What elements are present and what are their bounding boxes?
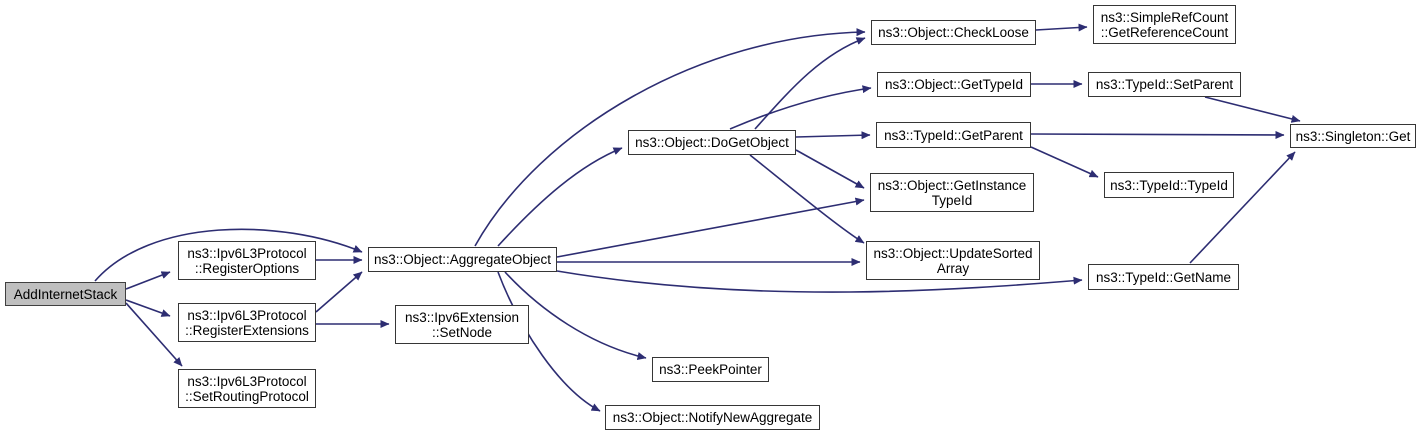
node-typeid-get-parent[interactable]: ns3::TypeId::GetParent [876, 122, 1031, 148]
edge-do_get_object-get_type_id [729, 85, 872, 130]
node-typeid-get-name[interactable]: ns3::TypeId::GetName [1088, 264, 1239, 290]
node-object-get-instance-type-id[interactable]: ns3::Object::GetInstance TypeId [870, 173, 1034, 212]
edge-register_extensions-aggregate_object [315, 271, 363, 313]
edge-typeid_set_parent-singleton_get [1204, 96, 1301, 123]
node-object-aggregate-object[interactable]: ns3::Object::AggregateObject [368, 247, 557, 272]
edge-check_loose-simple_ref_count [1035, 23, 1088, 32]
edge-add_internet_stack-register_extensions [125, 299, 171, 317]
node-object-notify-new-aggregate[interactable]: ns3::Object::NotifyNewAggregate [605, 405, 820, 430]
edge-do_get_object-update_sorted_array [749, 154, 865, 244]
node-object-check-loose[interactable]: ns3::Object::CheckLoose [871, 20, 1036, 45]
edge-typeid_get_name-singleton_get [1189, 151, 1296, 264]
node-typeid-typeid[interactable]: ns3::TypeId::TypeId [1104, 172, 1234, 198]
edge-add_internet_stack-register_options [125, 271, 171, 290]
edge-typeid_get_parent-singleton_get [1030, 130, 1285, 139]
node-ipv6l3protocol-register-options[interactable]: ns3::Ipv6L3Protocol ::RegisterOptions [178, 241, 316, 280]
node-simple-ref-count-get-reference-count[interactable]: ns3::SimpleRefCount ::GetReferenceCount [1093, 5, 1236, 44]
node-peek-pointer[interactable]: ns3::PeekPointer [652, 357, 769, 382]
edge-typeid_get_parent-typeid_typeid [1030, 146, 1099, 178]
node-ipv6extension-set-node[interactable]: ns3::Ipv6Extension ::SetNode [395, 305, 529, 344]
node-object-do-get-object[interactable]: ns3::Object::DoGetObject [628, 130, 796, 155]
edge-add_internet_stack-set_routing_protocol [125, 302, 183, 367]
edge-aggregate_object-do_get_object [497, 147, 623, 247]
edge-aggregate_object-get_instance_type_id [556, 197, 865, 258]
edge-do_get_object-get_instance_type_id [795, 149, 865, 189]
edge-do_get_object-check_loose [754, 37, 866, 130]
edge-do_get_object-typeid_get_parent [795, 131, 871, 140]
node-ipv6l3protocol-register-extensions[interactable]: ns3::Ipv6L3Protocol ::RegisterExtensions [178, 303, 316, 342]
node-add-internet-stack[interactable]: AddInternetStack [5, 282, 126, 306]
node-object-update-sorted-array[interactable]: ns3::Object::UpdateSorted Array [866, 241, 1040, 280]
node-singleton-get[interactable]: ns3::Singleton::Get [1290, 124, 1416, 148]
node-typeid-set-parent[interactable]: ns3::TypeId::SetParent [1088, 72, 1241, 97]
node-object-get-type-id[interactable]: ns3::Object::GetTypeId [877, 72, 1031, 97]
node-ipv6l3protocol-set-routing-protocol[interactable]: ns3::Ipv6L3Protocol ::SetRoutingProtocol [178, 369, 316, 408]
